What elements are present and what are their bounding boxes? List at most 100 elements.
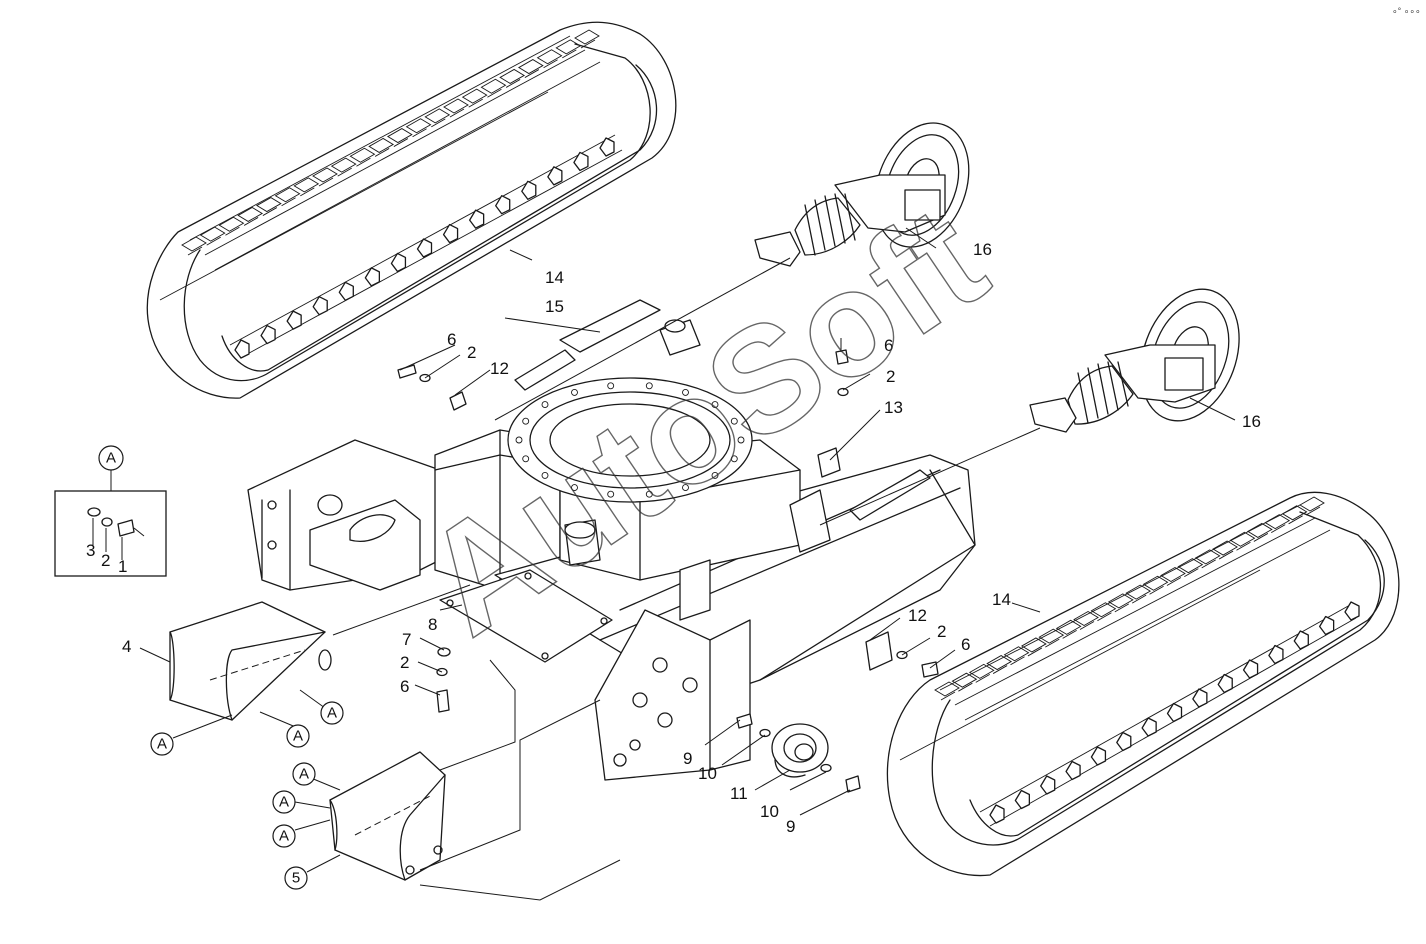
ring-bolt-hole (645, 382, 653, 390)
leader-lines (139, 227, 1236, 901)
track-tread-block (951, 672, 978, 692)
track-tread-block (1246, 522, 1273, 542)
corner-mark: ∘° ∘∘∘ (1392, 6, 1421, 16)
marker-a-5: A (279, 794, 289, 811)
callout-10-bottom: 10 (760, 802, 779, 821)
track-tread-block (255, 197, 282, 216)
ring-bolt-hole (711, 471, 719, 479)
track-lug (416, 238, 433, 258)
track-tread-block (1212, 540, 1238, 560)
track-lug (364, 267, 381, 287)
track-tread-block (461, 88, 488, 108)
ring-bolt-hole (607, 490, 615, 498)
marker-a-6: A (279, 828, 289, 845)
rubber-track-upper[interactable] (146, 21, 677, 399)
track-lug (442, 223, 459, 244)
track-tread-block (986, 655, 1013, 674)
track-lug (989, 804, 1005, 824)
track-lug (260, 324, 276, 345)
track-cover-5[interactable] (329, 751, 446, 881)
track-tread-block (312, 167, 338, 187)
track-lug (1293, 630, 1309, 650)
track-lug (1166, 702, 1183, 723)
track-lug (1242, 659, 1259, 679)
track-roller[interactable] (771, 723, 829, 778)
marker-a-3: A (327, 705, 337, 722)
ring-bolt-hole (645, 490, 653, 498)
callout-15: 15 (545, 297, 564, 316)
track-lug (599, 137, 615, 157)
callout-9-bottom: 9 (786, 817, 795, 836)
track-cover-4[interactable] (169, 601, 332, 721)
callout-2-center: 2 (400, 653, 409, 672)
ring-bolt-hole (541, 401, 549, 409)
ring-bolt-hole (737, 436, 745, 444)
track-lug (1318, 615, 1335, 636)
track-lug (312, 296, 328, 316)
track-tread-block (934, 681, 960, 701)
track-tread-block (1021, 637, 1047, 657)
callout-12-left: 12 (490, 359, 509, 378)
callout-14-upper: 14 (545, 268, 564, 287)
callout-11: 11 (730, 784, 748, 803)
callout-14-lower: 14 (992, 590, 1011, 609)
track-tread-block (968, 663, 995, 683)
track-lug (338, 281, 354, 301)
callout-6-right: 6 (884, 336, 893, 355)
track-tread-block (1177, 558, 1204, 578)
track-lug (1040, 775, 1056, 795)
track-tread-block (443, 98, 469, 118)
callout-16-upper: 16 (973, 240, 992, 259)
track-lug (1116, 731, 1132, 752)
ring-bolt-hole (522, 417, 530, 425)
callout-13: 13 (884, 398, 903, 417)
track-tread-block (386, 128, 413, 147)
track-lug (547, 166, 563, 186)
ring-bolt-hole (571, 388, 578, 396)
callout-labels: 14 15 16 16 14 6 2 12 6 2 13 12 2 6 7 8 … (122, 240, 1261, 836)
track-lug (286, 310, 302, 330)
ring-bolt-hole (541, 471, 549, 479)
ring-bolt-hole (607, 382, 615, 390)
track-lug (573, 151, 589, 172)
callout-2-left: 2 (467, 343, 476, 362)
track-tread-block (1264, 514, 1291, 534)
rubber-track-lower[interactable] (886, 491, 1400, 877)
track-tread-block (1038, 628, 1065, 648)
track-tread-block (1194, 549, 1221, 569)
track-tread-block (1003, 646, 1030, 666)
track-lug (521, 180, 537, 200)
track-tread-block (330, 157, 357, 177)
track-tread-block (293, 177, 320, 197)
marker-a-2: A (293, 728, 303, 745)
callout-12-right: 12 (908, 606, 927, 625)
track-tread-block (1299, 496, 1325, 516)
callout-6-left: 6 (447, 330, 456, 349)
idler-assembly-upper[interactable] (754, 110, 985, 267)
track-lug (1268, 644, 1284, 665)
inset-label-2: 2 (101, 551, 110, 570)
cover-plate[interactable] (439, 569, 613, 663)
marker-a-4: A (299, 766, 309, 783)
ring-bolt-hole (522, 455, 530, 463)
undercarriage-frame[interactable] (247, 299, 976, 781)
track-lug (1217, 673, 1233, 694)
idler-assembly-lower[interactable] (1029, 275, 1256, 434)
track-lug (390, 252, 407, 273)
track-tread-block (1107, 593, 1134, 613)
inset-title: A (106, 450, 116, 467)
track-tread-block (1142, 575, 1169, 595)
callout-2-lower: 2 (937, 622, 946, 641)
track-lug (468, 209, 485, 229)
track-lug (1344, 601, 1360, 621)
track-tread-block (274, 187, 301, 207)
track-lug (1192, 688, 1208, 708)
ring-bolt-hole (571, 484, 578, 492)
track-tread-block (237, 206, 264, 226)
track-tread-block (349, 147, 376, 167)
track-tread-block (536, 49, 563, 69)
detail-inset-a: A 3 2 1 (54, 445, 167, 577)
callout-2-right: 2 (886, 367, 895, 386)
track-tread-block (181, 236, 207, 256)
track-lug (495, 195, 511, 215)
